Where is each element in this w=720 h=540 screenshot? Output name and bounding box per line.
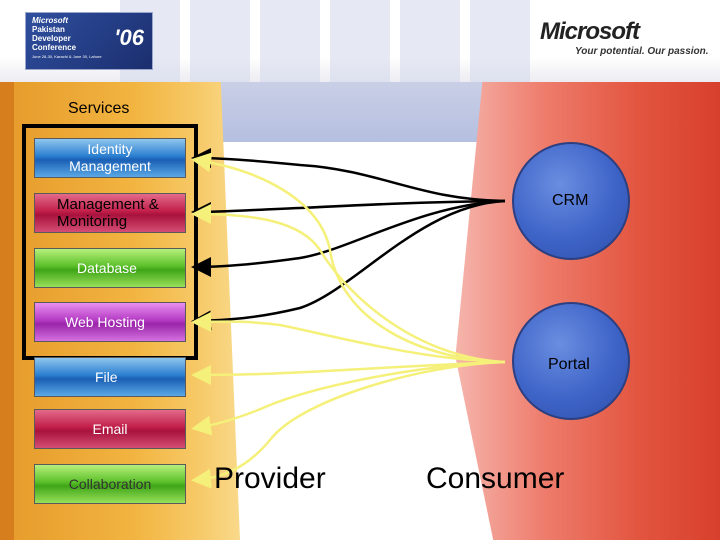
service-identity-management[interactable]: Identity Management (34, 138, 186, 178)
portal-links (191, 152, 506, 489)
service-label: File (95, 368, 118, 385)
crm-circle[interactable] (512, 142, 630, 260)
service-label: Collaboration (68, 475, 152, 492)
header-pattern (120, 0, 540, 82)
center-band (200, 82, 500, 142)
service-file[interactable]: File (34, 357, 186, 397)
portal-link-web-hosting (191, 311, 506, 364)
microsoft-tagline: Your potential. Our passion. (575, 46, 709, 57)
portal-link-email (191, 360, 506, 436)
portal-link-management (191, 204, 506, 364)
microsoft-logo: Microsoft (540, 18, 640, 45)
consumer-label: Consumer (426, 462, 565, 495)
portal-link-identity (191, 152, 506, 364)
service-database[interactable]: Database (34, 248, 186, 288)
crm-label: CRM (552, 192, 589, 209)
service-label: Email (92, 420, 128, 437)
provider-label: Provider (214, 462, 326, 495)
service-management-monitoring[interactable]: Management & Monitoring (34, 193, 186, 233)
services-heading: Services (68, 100, 130, 117)
crm-link-database (191, 199, 506, 277)
pdc-logo: Microsoft Pakistan Developer Conference … (25, 12, 153, 70)
pdc-logo-line1: Pakistan (32, 25, 65, 34)
pdc-logo-dates: June 28-30, Karachi & June 30, Lahore (32, 54, 102, 59)
portal-label: Portal (548, 356, 590, 373)
crm-link-management (191, 199, 506, 222)
service-label: Identity Management (69, 141, 151, 174)
crm-link-web-hosting (191, 199, 506, 331)
service-label: Web Hosting (65, 313, 145, 330)
service-email[interactable]: Email (34, 409, 186, 449)
portal-link-collaboration (191, 360, 506, 489)
portal-circle[interactable] (512, 302, 630, 420)
pdc-logo-brand: Microsoft (32, 16, 68, 25)
portal-link-file (191, 360, 506, 385)
crm-links (191, 148, 506, 331)
provider-band-edge (0, 82, 14, 540)
service-label: Management & Monitoring (57, 196, 159, 230)
pdc-logo-line2: Developer (32, 34, 71, 43)
center-panel (200, 82, 500, 540)
service-collaboration[interactable]: Collaboration (34, 464, 186, 504)
pdc-logo-year: '06 (114, 25, 144, 50)
crm-link-identity (191, 148, 506, 203)
service-web-hosting[interactable]: Web Hosting (34, 302, 186, 342)
service-label: Database (77, 259, 137, 276)
pdc-logo-line3: Conference (32, 43, 77, 52)
